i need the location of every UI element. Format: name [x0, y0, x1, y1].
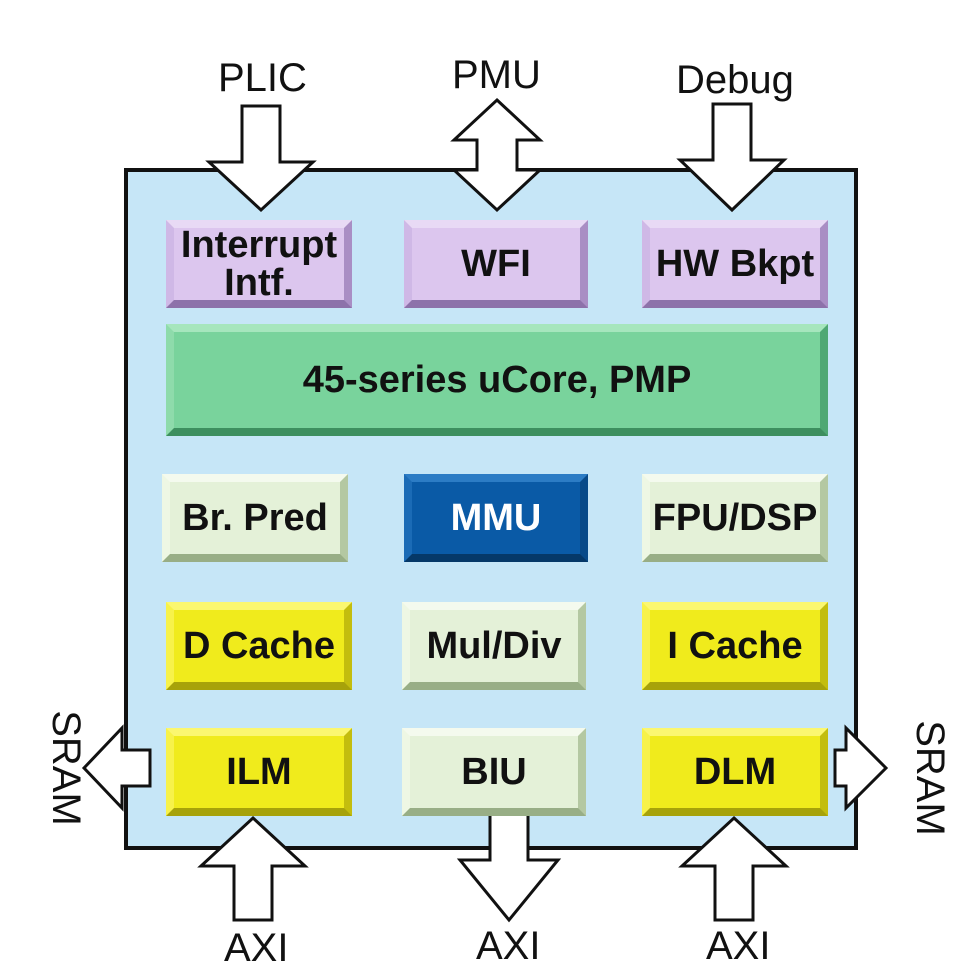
interrupt-interface-block: Interrupt Intf. [166, 220, 352, 308]
sram-right-label: SRAM [907, 720, 952, 836]
axi-right-arrow-icon [678, 815, 790, 922]
debug-label: Debug [676, 58, 794, 102]
axi-left-label: AXI [224, 926, 289, 970]
mul-div-block: Mul/Div [402, 602, 586, 690]
plic-label: PLIC [218, 56, 307, 100]
debug-arrow-icon [676, 102, 788, 213]
sram-right-arrow-icon [833, 724, 889, 812]
axi-center-label: AXI [476, 924, 541, 968]
dlm-block: DLM [642, 728, 828, 816]
mmu-block: MMU [404, 474, 588, 562]
pmu-arrow-icon [450, 97, 544, 213]
pmu-label: PMU [452, 53, 541, 97]
biu-block: BIU [402, 728, 586, 816]
ucore-pmp-block: 45-series uCore, PMP [166, 324, 828, 436]
wfi-block: WFI [404, 220, 588, 308]
plic-arrow-icon [205, 104, 317, 213]
i-cache-block: I Cache [642, 602, 828, 690]
axi-left-arrow-icon [197, 815, 309, 922]
axi-center-arrow-icon [456, 804, 562, 923]
sram-left-label: SRAM [43, 710, 88, 826]
branch-predictor-block: Br. Pred [162, 474, 348, 562]
ilm-block: ILM [166, 728, 352, 816]
sram-left-arrow-icon [81, 724, 152, 812]
hw-bkpt-block: HW Bkpt [642, 220, 828, 308]
fpu-dsp-block: FPU/DSP [642, 474, 828, 562]
d-cache-block: D Cache [166, 602, 352, 690]
axi-right-label: AXI [706, 924, 771, 968]
